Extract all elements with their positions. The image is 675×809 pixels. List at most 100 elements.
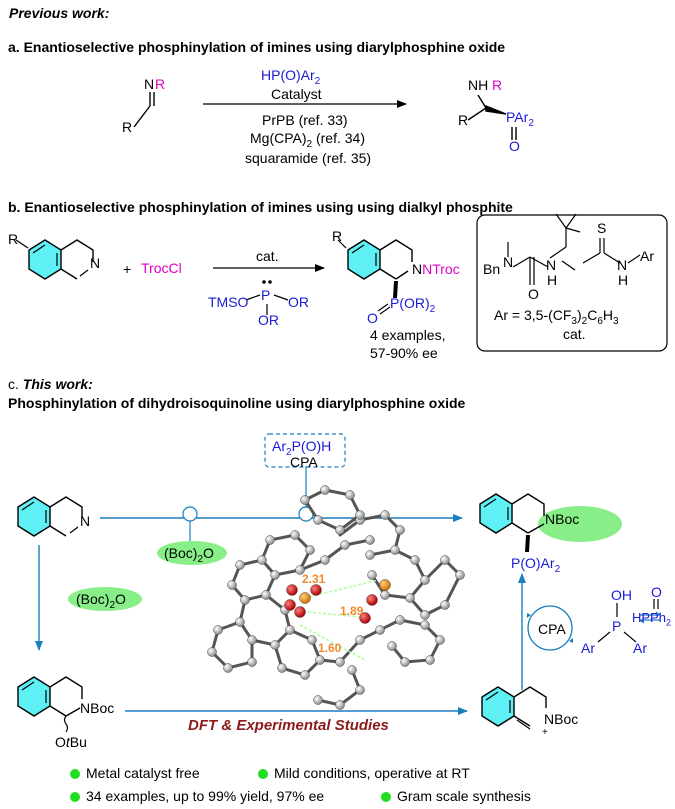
carbon-atom — [320, 485, 330, 495]
phosphine-oxide-O: O — [651, 584, 662, 600]
phosphine-oxide-HPPh2: HPPh2 — [632, 610, 671, 628]
dihydroisoquinoline-b — [15, 239, 94, 280]
product-a-R: R — [458, 112, 469, 128]
carbon-atom — [380, 590, 390, 600]
heteroatom — [366, 594, 378, 606]
phosphite-TMSO: TMSO — [208, 294, 249, 310]
catalyst-N-methyl: N — [503, 254, 514, 270]
catalyst-NH2: N — [617, 257, 628, 273]
catalyst-H2: H — [618, 272, 629, 288]
catalyst-Bn: Bn — [483, 261, 501, 277]
carbon-atom — [365, 550, 375, 560]
product-a-PAr2: PAr2 — [506, 109, 534, 129]
carbon-atom — [440, 555, 450, 565]
dihydroisoquinoline-c — [17, 496, 83, 537]
product-b-O: O — [367, 310, 378, 326]
phosphite-OR-bottom: OR — [258, 312, 279, 328]
cat-label-b: cat. — [256, 248, 279, 264]
product-a-O: O — [509, 138, 520, 154]
substrate-c-N: N — [80, 513, 91, 529]
feature-gram-scale: Gram scale synthesis — [381, 789, 531, 803]
product-b-R: R — [332, 228, 343, 244]
dft-experimental-label: DFT & Experimental Studies — [188, 717, 389, 734]
heteroatom — [294, 606, 306, 618]
boc2o-left-highlight — [68, 587, 142, 611]
carbon-atom — [313, 695, 323, 705]
phosphine-oxide-bonds — [653, 599, 659, 609]
carbon-atom — [355, 510, 365, 520]
carbon-atom — [335, 525, 345, 535]
product-a-bonds — [467, 94, 517, 140]
troccl-reagent: TrocCl — [141, 260, 182, 276]
previous-work-label: Previous work: — [9, 5, 110, 21]
boc2o-top: (Boc)2O — [164, 545, 214, 565]
carbon-atom — [405, 593, 415, 603]
product-a-NH: NH — [468, 77, 489, 93]
phosphinous-acid-bonds — [597, 603, 637, 643]
catalyst-label-a: Catalyst — [271, 86, 322, 102]
feature-mild-conditions: Mild conditions, operative at RT — [258, 766, 470, 780]
heteroatom — [379, 579, 391, 591]
section-c-label: c. This work: — [8, 376, 93, 392]
product-c — [479, 493, 622, 552]
section-c-title: Phosphinylation of dihydroisoquinoline u… — [8, 395, 466, 411]
intermediate-NBoc: NBoc — [80, 700, 115, 716]
iminium-intermediate — [481, 686, 547, 730]
reagent-dashed-box — [264, 433, 346, 468]
carbon-atom — [227, 580, 237, 590]
carbon-atom — [247, 635, 257, 645]
carbon-atom — [270, 570, 280, 580]
product-b-examples: 4 examples, — [370, 327, 446, 343]
distance-label-3: 1.60 — [318, 641, 342, 655]
carbon-atom — [235, 617, 245, 627]
distance-label-1: 2.31 — [302, 572, 326, 586]
carbon-atom — [320, 555, 330, 565]
product-a-R-substituent: R — [492, 77, 503, 93]
carbon-atom — [265, 535, 275, 545]
carbon-atom — [355, 635, 365, 645]
carbon-atom — [305, 545, 315, 555]
carbon-atom — [235, 560, 245, 570]
section-b-title: b. Enantioselective phosphinylation of i… — [8, 199, 513, 215]
cpa-cycle — [527, 605, 573, 651]
carbon-atom — [375, 625, 385, 635]
carbon-atom — [270, 640, 280, 650]
boc2o-left: (Boc)2O — [76, 591, 126, 611]
heteroatom — [286, 584, 298, 596]
intermediate-OtBu: OtBu — [55, 734, 87, 750]
carbon-atom — [335, 700, 345, 710]
heteroatom — [310, 584, 322, 596]
heteroatom — [284, 599, 296, 611]
carbon-atom — [340, 540, 350, 550]
imine-substrate-a — [133, 92, 155, 128]
carbon-atom — [347, 665, 357, 675]
catalyst-Ar-definition: Ar = 3,5-(CF3)2C6H3 — [494, 307, 619, 327]
iminium-plus: + — [542, 727, 548, 738]
product-c-POAr2: P(O)Ar2 — [511, 555, 561, 575]
catalyst-H1: H — [547, 272, 558, 288]
product-b — [337, 239, 413, 315]
catalyst-NH1: N — [546, 257, 557, 273]
carbon-atom — [207, 647, 217, 657]
condition-squaramide: squaramide (ref. 35) — [245, 150, 372, 166]
carbon-atom — [223, 663, 233, 673]
heteroatom — [299, 592, 311, 604]
carbon-atom — [295, 565, 305, 575]
carbon-atom — [390, 545, 400, 555]
carbon-atom — [435, 635, 445, 645]
heteroatom — [359, 612, 371, 624]
carbon-atom — [240, 595, 250, 605]
carbon-atom — [410, 555, 420, 565]
carbon-atom — [315, 655, 325, 665]
carbon-atom — [345, 490, 355, 500]
transition-state-model — [207, 485, 465, 710]
carbon-atom — [365, 535, 375, 545]
carbon-atom — [257, 555, 267, 565]
section-a-title: a. Enantioselective phosphinylation of i… — [8, 39, 506, 55]
carbon-atom — [420, 575, 430, 585]
carbon-atom — [355, 685, 365, 695]
phosphite-P: P — [261, 287, 271, 303]
plus-sign: + — [123, 261, 132, 277]
bullet-icon — [70, 792, 80, 802]
